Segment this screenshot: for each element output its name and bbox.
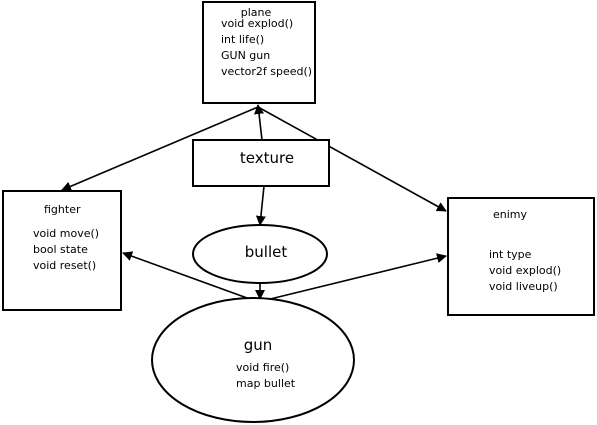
enimy-title: enimy bbox=[493, 208, 528, 221]
fighter-line-3: void reset() bbox=[33, 259, 96, 272]
gun-ellipse bbox=[151, 297, 355, 423]
bullet-title: bullet bbox=[245, 243, 288, 261]
edge-texture-to-bullet bbox=[255, 185, 266, 226]
plane-box bbox=[202, 1, 316, 104]
node-texture: texture bbox=[192, 139, 330, 187]
enimy-line-1: int type bbox=[489, 248, 532, 261]
node-enimy: enimy int type void explod() void liveup… bbox=[447, 197, 595, 316]
edge-plane-to-fighter bbox=[61, 106, 259, 192]
plane-line-3: GUN gun bbox=[221, 49, 270, 62]
bullet-ellipse bbox=[192, 224, 328, 284]
plane-line-1: void explod() bbox=[221, 17, 293, 30]
fighter-title: fighter bbox=[44, 203, 81, 216]
enimy-line-3: void liveup() bbox=[489, 280, 558, 293]
node-plane: plane void explod() int life() GUN gun v… bbox=[202, 1, 316, 104]
edges bbox=[61, 104, 447, 303]
edge-plane-to-enimy bbox=[257, 106, 447, 212]
node-fighter: fighter void move() bool state void rese… bbox=[2, 190, 122, 311]
plane-line-4: vector2f speed() bbox=[221, 65, 312, 78]
plane-title: plane bbox=[241, 6, 272, 19]
edge-gun-to-fighter bbox=[122, 251, 259, 303]
fighter-line-1: void move() bbox=[33, 227, 99, 240]
fighter-line-2: bool state bbox=[33, 243, 88, 256]
texture-box bbox=[192, 139, 330, 187]
enimy-line-2: void explod() bbox=[489, 264, 561, 277]
fighter-box bbox=[2, 190, 122, 311]
node-bullet: bullet bbox=[192, 224, 328, 284]
edge-gun-to-enimy bbox=[257, 253, 447, 303]
enimy-box bbox=[447, 197, 595, 316]
gun-line-1: void fire() bbox=[236, 361, 289, 374]
texture-title: texture bbox=[240, 149, 294, 167]
plane-line-2: int life() bbox=[221, 33, 264, 46]
gun-line-2: map bullet bbox=[236, 377, 296, 390]
gun-title: gun bbox=[244, 336, 273, 354]
edge-texture-to-plane bbox=[254, 104, 264, 141]
node-gun: gun void fire() map bullet bbox=[151, 297, 355, 423]
